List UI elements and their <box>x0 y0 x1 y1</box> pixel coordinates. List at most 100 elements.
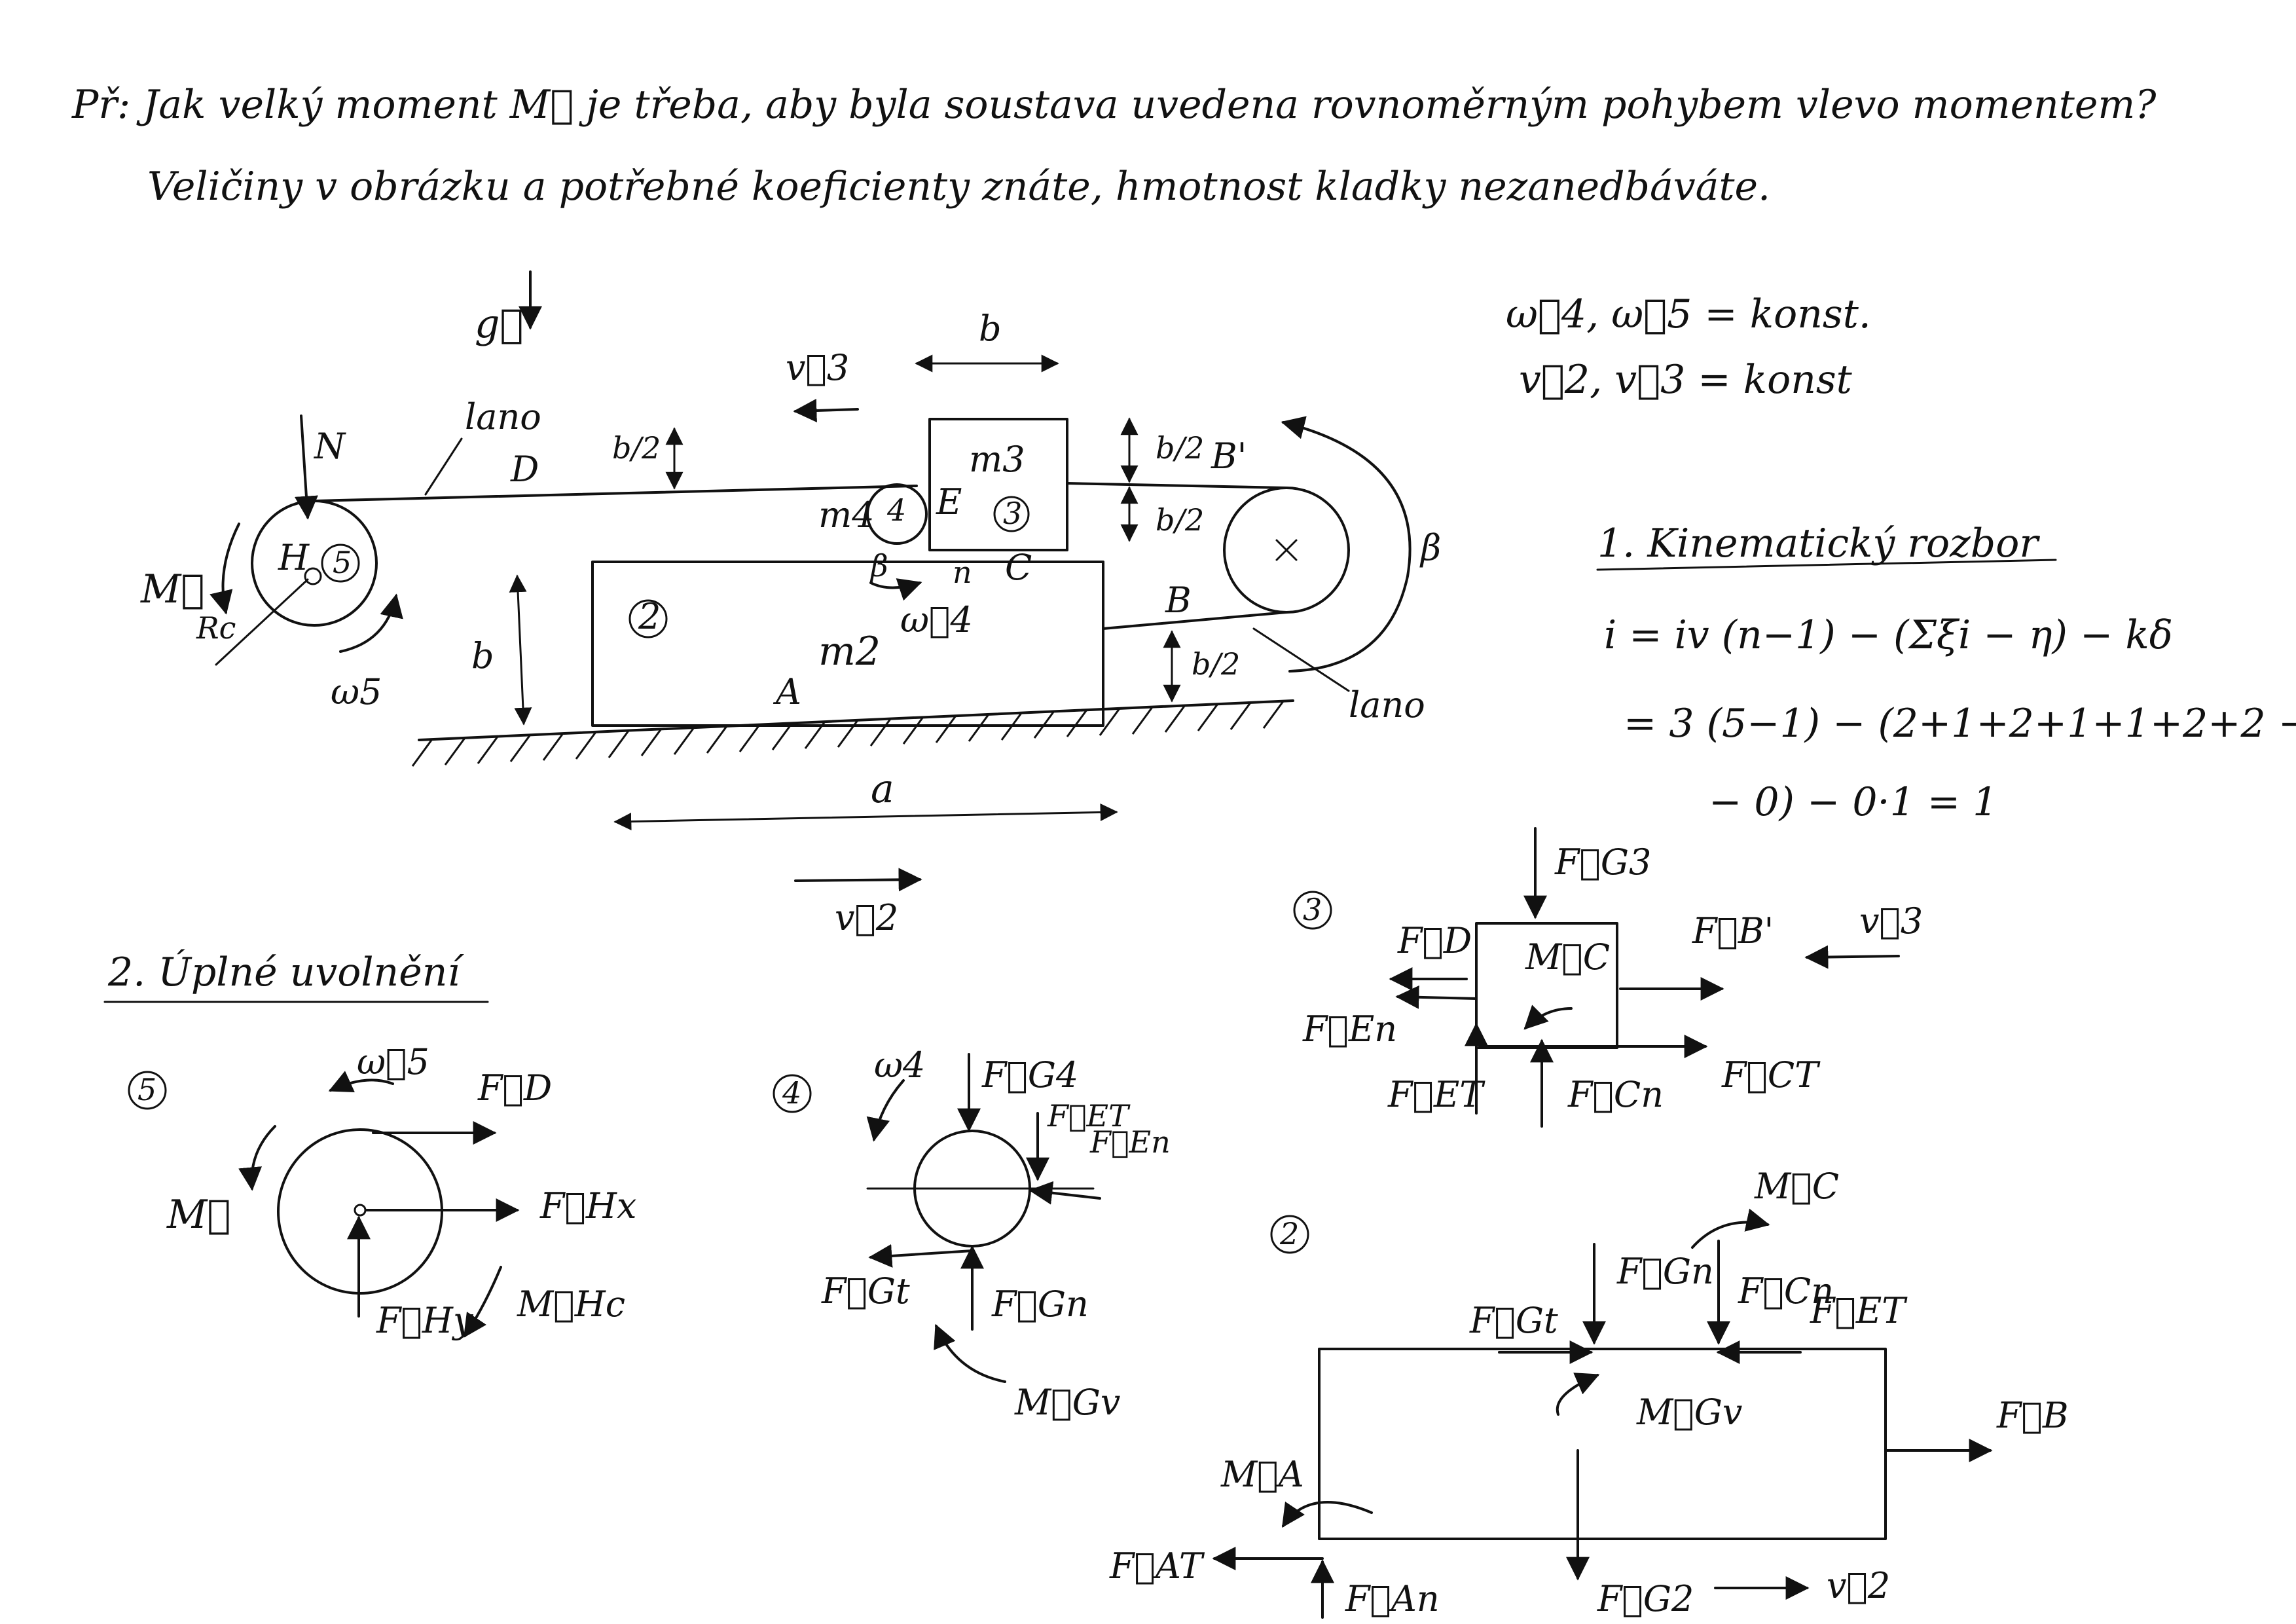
section-2-title: 2. Úplné uvolnění <box>107 949 464 995</box>
fbd2-MA-label: M⃗A <box>1220 1454 1304 1495</box>
main-mechanism: g⃗ <box>140 270 1441 938</box>
dim-b2-3-label: b/2 <box>1156 502 1204 538</box>
rope-B <box>1102 611 1288 630</box>
fbd5-MHc-arrow <box>464 1266 502 1338</box>
fbd5-FD-label: F⃗D <box>477 1067 552 1109</box>
force-N-label: N <box>313 426 346 467</box>
fbd5-FHx-label: F⃗Hx <box>539 1185 636 1227</box>
fbd5-omega-arrow <box>328 1071 394 1092</box>
fbd3-number: 3 <box>1303 892 1322 927</box>
fbd2-FET-label: F⃗ET <box>1810 1290 1908 1331</box>
v2-arrow <box>794 868 922 892</box>
rope-label-bottom: lano <box>1349 684 1425 726</box>
wheel-4 <box>866 483 928 545</box>
fbd4-FEn-arrow <box>1029 1181 1101 1205</box>
dim-b-top-label: b <box>979 308 1002 349</box>
dim-a-label: a <box>871 766 894 812</box>
dim-b-left <box>509 574 532 726</box>
omega-5-label: ω5 <box>331 671 382 712</box>
point-B-prime: B' <box>1211 435 1247 477</box>
radius-rc-label: Rc <box>196 610 236 646</box>
section-1-underline <box>1596 559 2057 571</box>
header-line-1: Př: Jak velký moment M⃗ je třeba, aby by… <box>71 82 2157 128</box>
rope-label-top-leader <box>424 437 463 496</box>
fbd3-FCT-label: F⃗CT <box>1721 1054 1821 1096</box>
fbd4-FGt-label: F⃗Gt <box>821 1270 910 1312</box>
fbd2-number: 2 <box>1279 1216 1299 1251</box>
section-1-title: 1. Kinematický rozbor <box>1597 521 2040 566</box>
point-D: D <box>510 449 539 490</box>
fbd4-FEn-label: F⃗En <box>1089 1124 1171 1160</box>
fbd5-MHc-label: M⃗Hc <box>517 1283 625 1325</box>
fbd3-v3-arrow <box>1804 945 1900 969</box>
fbd4-FET-label: F⃗ET <box>1047 1098 1131 1134</box>
section-1-line-2: = 3 (5−1) − (2+1+2+1+1+2+2 − <box>1624 701 2296 747</box>
kin-cond-2: v⃗2, v⃗3 = konst <box>1519 357 1853 403</box>
fbd4-omega-label: ω4 <box>874 1044 925 1086</box>
fbd2-MC-label: M⃗C <box>1754 1166 1839 1207</box>
ground-hatching <box>411 701 1285 767</box>
moment-M-arrow <box>210 523 240 615</box>
v3-arrow <box>793 398 859 422</box>
fbd3-MC-arrow <box>1523 1005 1573 1030</box>
dim-b2-1-label: b/2 <box>612 430 661 466</box>
fbd3-MC-label: M⃗C <box>1525 936 1610 978</box>
fbd3-FET-label: F⃗ET <box>1387 1074 1485 1115</box>
force-N-arrow <box>294 415 318 520</box>
drum-rotation-arrow <box>1281 416 1412 673</box>
point-E: E <box>936 481 962 523</box>
moment-M-label: M⃗ <box>140 566 204 612</box>
fbd2-FG2-label: F⃗G2 <box>1597 1578 1694 1619</box>
wheel-4-mass: m4 <box>818 494 875 536</box>
fbd2-FB-label: F⃗B <box>1996 1395 2069 1436</box>
point-C: C <box>1005 547 1032 588</box>
pulley-5-number: 5 <box>333 545 352 580</box>
fbd4-omega-arrow <box>866 1079 905 1142</box>
pulley-5-number-circle <box>321 544 360 583</box>
omega-4-arrow <box>869 578 922 601</box>
fbd2-block <box>1318 1348 1887 1540</box>
wheel-4-number: 4 <box>886 492 906 528</box>
point-A: A <box>773 671 801 712</box>
fbd2-FGn-label: F⃗Gn <box>1616 1251 1714 1292</box>
v2-label: v⃗2 <box>835 897 898 938</box>
block-3-number: 3 <box>1003 496 1022 531</box>
fbd2-MA-arrow <box>1282 1501 1373 1528</box>
fbd3-FEn-arrow <box>1395 985 1478 1009</box>
header-line-2: Veličiny v obrázku a potřebné koeficient… <box>147 164 1770 210</box>
fbd4-FG4-label: F⃗G4 <box>981 1054 1078 1096</box>
radius-rc-line <box>215 578 309 666</box>
fbd2-FAn-label: F⃗An <box>1345 1578 1440 1619</box>
fbd3-FG3-label: F⃗G3 <box>1554 841 1651 883</box>
fbd2-v2-label: v⃗2 <box>1827 1565 1890 1606</box>
fbd4-FGt-arrow <box>868 1244 974 1268</box>
fbd2-FAT-label: F⃗AT <box>1109 1545 1205 1587</box>
fbd-body-4: 4 F⃗G4 ω4 F⃗ET F⃗En F⃗Gt F⃗Gn M⃗Gv <box>773 1044 1171 1423</box>
fbd-body-3: 3 F⃗G3 F⃗D F⃗B' v⃗3 M⃗C F⃗En F⃗ET F⃗Cn F… <box>1293 827 1923 1128</box>
fbd4-FGn-label: F⃗Gn <box>991 1283 1089 1325</box>
omega-4-label: ω⃗4 <box>900 599 973 640</box>
fbd2-MC-arrow <box>1691 1208 1770 1249</box>
kin-cond-1: ω⃗4, ω⃗5 = konst. <box>1506 291 1871 337</box>
fbd2-MGv-label: M⃗Gv <box>1636 1392 1742 1433</box>
fbd5-M-arrow <box>238 1125 276 1191</box>
dim-b2-4-label: b/2 <box>1192 646 1240 682</box>
fbd2-MGv-arrow <box>1556 1373 1600 1416</box>
v3-label: v⃗3 <box>786 347 849 388</box>
drum-angle-label: β <box>1419 527 1441 568</box>
fbd3-FCn-label: F⃗Cn <box>1567 1074 1664 1115</box>
section-1-line-3: − 0) − 0·1 = 1 <box>1709 779 1997 825</box>
angle-beta: β <box>869 548 888 583</box>
ground-line <box>418 699 1294 741</box>
gravity-label: g⃗ <box>475 301 523 347</box>
rope-label-bottom-leader <box>1252 627 1350 692</box>
block-3-number-circle <box>993 496 1030 532</box>
fbd5-number: 5 <box>137 1072 156 1107</box>
point-n: n <box>953 555 972 590</box>
fbd2-FGt-label: F⃗Gt <box>1469 1300 1558 1341</box>
section-1-line-1: i = iv (n−1) − (Σξi − η) − kδ <box>1604 612 2173 658</box>
point-H: H <box>278 537 310 578</box>
fbd2-FCn-label: F⃗Cn <box>1738 1270 1834 1312</box>
fbd3-FEn-label: F⃗En <box>1302 1008 1397 1050</box>
